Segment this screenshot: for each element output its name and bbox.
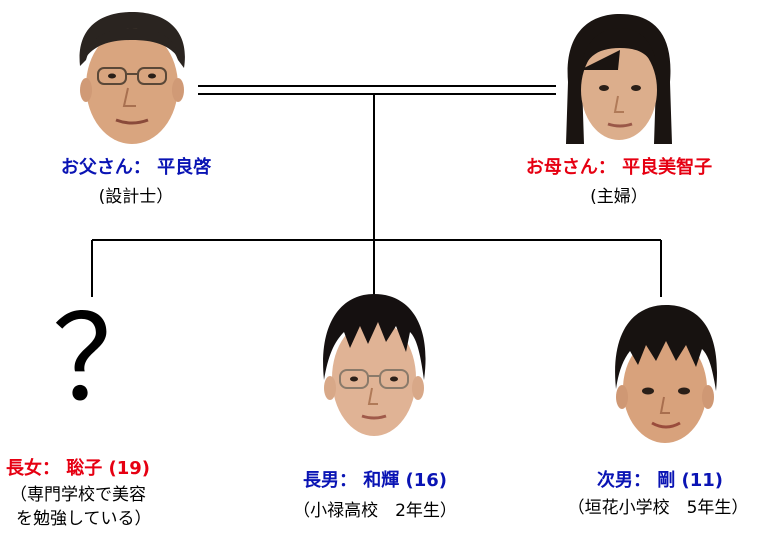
younger-son-name: 次男： 剛 (11) [596,470,724,491]
mother-name: お母さん： 平良美智子 [525,157,713,178]
younger-son-school: （垣花小学校 5年生） [567,498,749,518]
mother-face-photo [566,14,672,144]
question-mark-icon: ？ [52,294,171,426]
father-occupation: (設計士） [98,187,174,207]
eldest-daughter-name: 長女： 聡子 (19) [6,458,151,479]
eldest-son-name: 長男： 和輝 (16) [302,470,448,491]
younger-son-face-photo [615,305,717,443]
eldest-daughter-note-line2: を勉強している） [16,509,152,529]
eldest-son-school: （小禄高校 2年生） [293,501,457,521]
eldest-daughter-note-line1: （専門学校で美容 [10,485,146,505]
father-name: お父さん： 平良啓 [60,157,212,178]
eldest-son-face-photo [323,294,426,436]
mother-occupation: (主婦） [590,187,648,207]
father-face-photo [79,12,185,144]
